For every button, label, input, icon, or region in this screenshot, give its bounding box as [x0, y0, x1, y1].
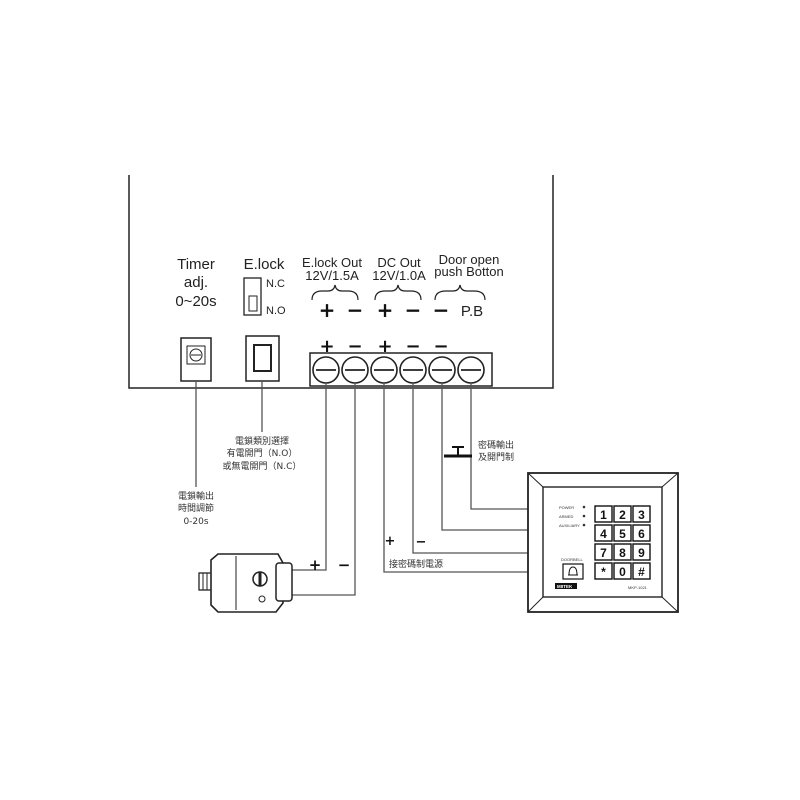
keypad-key[interactable]: 3 — [632, 505, 651, 523]
plus-sign: + — [319, 298, 336, 322]
power-led — [582, 505, 586, 509]
no-label: N.O — [266, 305, 286, 317]
controller-box — [128, 175, 554, 389]
minus-sign: − — [405, 336, 420, 357]
terminal-screw[interactable] — [312, 356, 340, 384]
minus-sign: − — [433, 336, 448, 357]
brand-logo-text: MIITEK — [557, 584, 573, 589]
keypad-auxiliary-label: AUXILIARY — [559, 523, 580, 528]
power-annotation: 接密碼制電源 — [389, 558, 443, 570]
doorbell-label: DOORBELL — [561, 557, 584, 562]
lock-select-annotation-2: 有電開門（N.O） — [227, 447, 298, 459]
keypad-key[interactable]: # — [632, 562, 651, 580]
dc-out-label-2: 12V/1.0A — [372, 268, 426, 283]
door-open-label-1: Door open — [439, 252, 500, 267]
timer-annotation-3: 0-20s — [183, 517, 208, 527]
keypad-power-label: POWER — [559, 505, 574, 510]
svg-text:5: 5 — [619, 527, 626, 541]
timer-label-2: adj. — [184, 274, 208, 291]
keypad-key[interactable]: 7 — [594, 543, 613, 561]
keypad-key[interactable]: 0 — [613, 562, 632, 580]
keypad-key[interactable]: 8 — [613, 543, 632, 561]
plus-sign: + — [377, 298, 394, 322]
keypad-key[interactable]: 5 — [613, 524, 632, 542]
terminal-screw[interactable] — [370, 356, 398, 384]
code-output-annotation-2: 及開門制 — [478, 451, 514, 463]
terminal-screw[interactable] — [428, 356, 456, 384]
elock-label: E.lock — [244, 256, 285, 273]
svg-text:2: 2 — [619, 508, 626, 522]
keypad-key[interactable]: * — [594, 562, 613, 580]
model-label: MKP-1021 — [628, 585, 648, 590]
svg-text:#: # — [638, 565, 645, 579]
auxiliary-led — [582, 523, 586, 527]
electric-lock-device — [198, 553, 293, 613]
keypad-key[interactable]: 6 — [632, 524, 651, 542]
keypad-key[interactable]: 2 — [613, 505, 632, 523]
lock-select-annotation-3: 或無電開門（N.C） — [223, 460, 302, 472]
elock-selector[interactable] — [245, 335, 280, 382]
svg-text:3: 3 — [638, 508, 645, 522]
nc-label: N.C — [266, 278, 285, 290]
terminal-screw[interactable] — [457, 356, 485, 384]
elock-out-label-2: 12V/1.5A — [305, 268, 359, 283]
keypad-device — [527, 472, 679, 613]
timer-annotation-2: 時間調節 — [178, 502, 214, 514]
timer-annotation-1: 電鎖輸出 — [178, 490, 214, 502]
doorbell-button[interactable] — [562, 563, 584, 580]
code-output-annotation-1: 密碼輸出 — [478, 439, 514, 451]
brand-logo — [555, 583, 577, 589]
plus-sign: + — [377, 336, 392, 357]
dc-out-brace — [374, 284, 422, 301]
minus-sign: − — [405, 298, 422, 322]
wiring — [195, 381, 528, 596]
plus-sign: + — [309, 556, 322, 574]
timer-label-1: Timer — [177, 256, 215, 273]
minus-sign: − — [347, 336, 362, 357]
armed-led — [582, 514, 586, 518]
elock-out-brace — [311, 284, 359, 301]
svg-text:1: 1 — [600, 508, 607, 522]
svg-text:8: 8 — [619, 546, 626, 560]
bell-icon — [568, 566, 578, 576]
keypad-key[interactable]: 1 — [594, 505, 613, 523]
svg-text:7: 7 — [600, 546, 607, 560]
plus-sign: + — [319, 336, 334, 357]
minus-sign: − — [347, 298, 364, 322]
elock-out-label-1: E.lock Out — [302, 255, 362, 270]
timer-label-3: 0~20s — [175, 293, 216, 310]
timer-potentiometer[interactable] — [180, 337, 212, 382]
terminal-screw[interactable] — [341, 356, 369, 384]
keypad-key[interactable]: 9 — [632, 543, 651, 561]
terminal-screw[interactable] — [399, 356, 427, 384]
keypad-armed-label: ARMED — [559, 514, 574, 519]
push-button-symbol — [444, 446, 472, 458]
minus-sign: − — [416, 535, 427, 550]
svg-text:9: 9 — [638, 546, 645, 560]
svg-text:0: 0 — [619, 565, 626, 579]
dc-out-label-1: DC Out — [377, 255, 421, 270]
elock-dip-switch[interactable] — [243, 277, 262, 316]
lock-select-annotation-1: 電鎖類別選擇 — [235, 435, 289, 447]
door-open-brace — [434, 284, 486, 301]
svg-text:4: 4 — [600, 527, 607, 541]
plus-sign: + — [385, 534, 396, 549]
svg-text:*: * — [601, 565, 606, 579]
pb-label: P.B — [461, 303, 483, 320]
door-open-label-2: push Botton — [434, 264, 503, 279]
keypad-key[interactable]: 4 — [594, 524, 613, 542]
minus-sign: − — [433, 298, 450, 322]
svg-text:6: 6 — [638, 527, 645, 541]
minus-sign: − — [338, 556, 351, 574]
